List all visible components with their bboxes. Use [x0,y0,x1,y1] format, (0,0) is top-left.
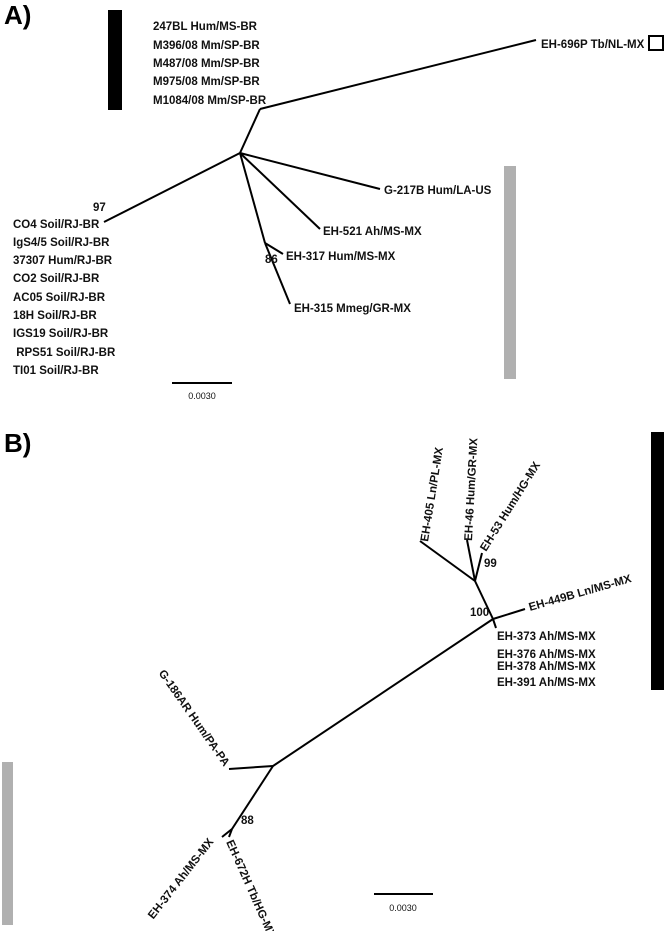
branch-a-521 [239,152,321,230]
tip-label-374: EH-374 Ah/MS-MX [146,836,216,921]
tip-label-186: G-186AR Hum/PA-PA [156,668,232,769]
tip-label: M1084/08 Mm/SP-BR [153,95,267,107]
branch-b-ah-group [492,618,497,629]
branch-b-374 [221,828,233,838]
branch-b-46 [466,539,476,582]
tip-label-317: EH-317 Hum/MS-MX [286,251,396,263]
tip-label: CO4 Soil/RJ-BR [13,219,100,231]
branch-b-53 [474,552,483,582]
panel-a-left-group: CO4 Soil/RJ-BR IgS4/5 Soil/RJ-BR 37307 H… [13,219,116,377]
branch-b-672 [228,828,233,838]
panel-b-label: B) [4,428,31,458]
panel-a-top-group: 247BL Hum/MS-BR M396/08 Mm/SP-BR M487/08… [153,21,267,107]
panel-b-gray-bar [2,762,13,925]
tip-label-521: EH-521 Ah/MS-MX [323,226,422,238]
bootstrap-100: 100 [470,607,489,619]
panel-b-branches [221,539,526,838]
tip-label: 247BL Hum/MS-BR [153,21,258,33]
tip-label-217: G-217B Hum/LA-US [384,185,492,197]
panel-a-label: A) [4,0,31,30]
bootstrap-97: 97 [93,202,106,214]
tip-label: CO2 Soil/RJ-BR [13,273,100,285]
tip-label: EH-373 Ah/MS-MX [497,631,596,643]
branch-b-main [272,618,494,767]
branch-a-left-group [103,152,241,223]
branch-b-449 [492,608,526,620]
tip-label-672: EH-672H Tb/HG-MX [223,838,277,931]
open-square-marker [648,35,664,51]
branch-a-696 [259,39,537,110]
tip-label: IgS4/5 Soil/RJ-BR [13,237,110,249]
bootstrap-86: 86 [265,254,278,266]
tip-label: M487/08 Mm/SP-BR [153,58,260,70]
tip-label: M975/08 Mm/SP-BR [153,76,260,88]
tip-label: 37307 Hum/RJ-BR [13,255,113,267]
branch-a-315 [264,242,291,305]
panel-a-branches [103,39,537,305]
tip-label: EH-376 Ah/MS-MX [497,649,596,661]
tip-label-696: EH-696P Tb/NL-MX [541,39,645,51]
tip-label: IGS19 Soil/RJ-BR [13,328,109,340]
tip-label-46: EH-46 Hum/GR-MX [463,437,480,541]
branch-a-217 [239,152,381,190]
panel-a-black-bar [108,10,122,110]
tip-label: RPS51 Soil/RJ-BR [13,347,116,359]
tip-label: EH-378 Ah/MS-MX [497,661,596,673]
tip-label-405: EH-405 Ln/PL-MX [419,446,446,542]
panel-a-gray-bar [504,166,516,379]
scale-label-a: 0.0030 [188,391,216,401]
tip-label: AC05 Soil/RJ-BR [13,292,106,304]
panel-b-black-bar [651,432,664,690]
tip-label-315: EH-315 Mmeg/GR-MX [294,303,411,315]
branch-b-405 [419,540,476,582]
tip-label: TI01 Soil/RJ-BR [13,365,99,377]
panel-b-ah-group: EH-373 Ah/MS-MX EH-376 Ah/MS-MX EH-378 A… [497,631,596,689]
branch-a-317 [264,242,284,255]
branch-a-86-node [239,152,266,244]
branch-b-99-node [474,580,494,620]
bootstrap-88: 88 [241,815,254,827]
tip-label-53: EH-53 Hum/HG-MX [478,460,543,554]
tip-label: M396/08 Mm/SP-BR [153,40,260,52]
branch-b-88-node [231,765,274,830]
tip-label: EH-391 Ah/MS-MX [497,677,596,689]
tip-label: 18H Soil/RJ-BR [13,310,97,322]
branch-a-top-stem [239,108,261,154]
bootstrap-99: 99 [484,558,497,570]
branch-b-186 [228,765,274,770]
tip-label-449: EH-449B Ln/MS-MX [528,573,634,614]
scale-label-b: 0.0030 [389,903,417,913]
